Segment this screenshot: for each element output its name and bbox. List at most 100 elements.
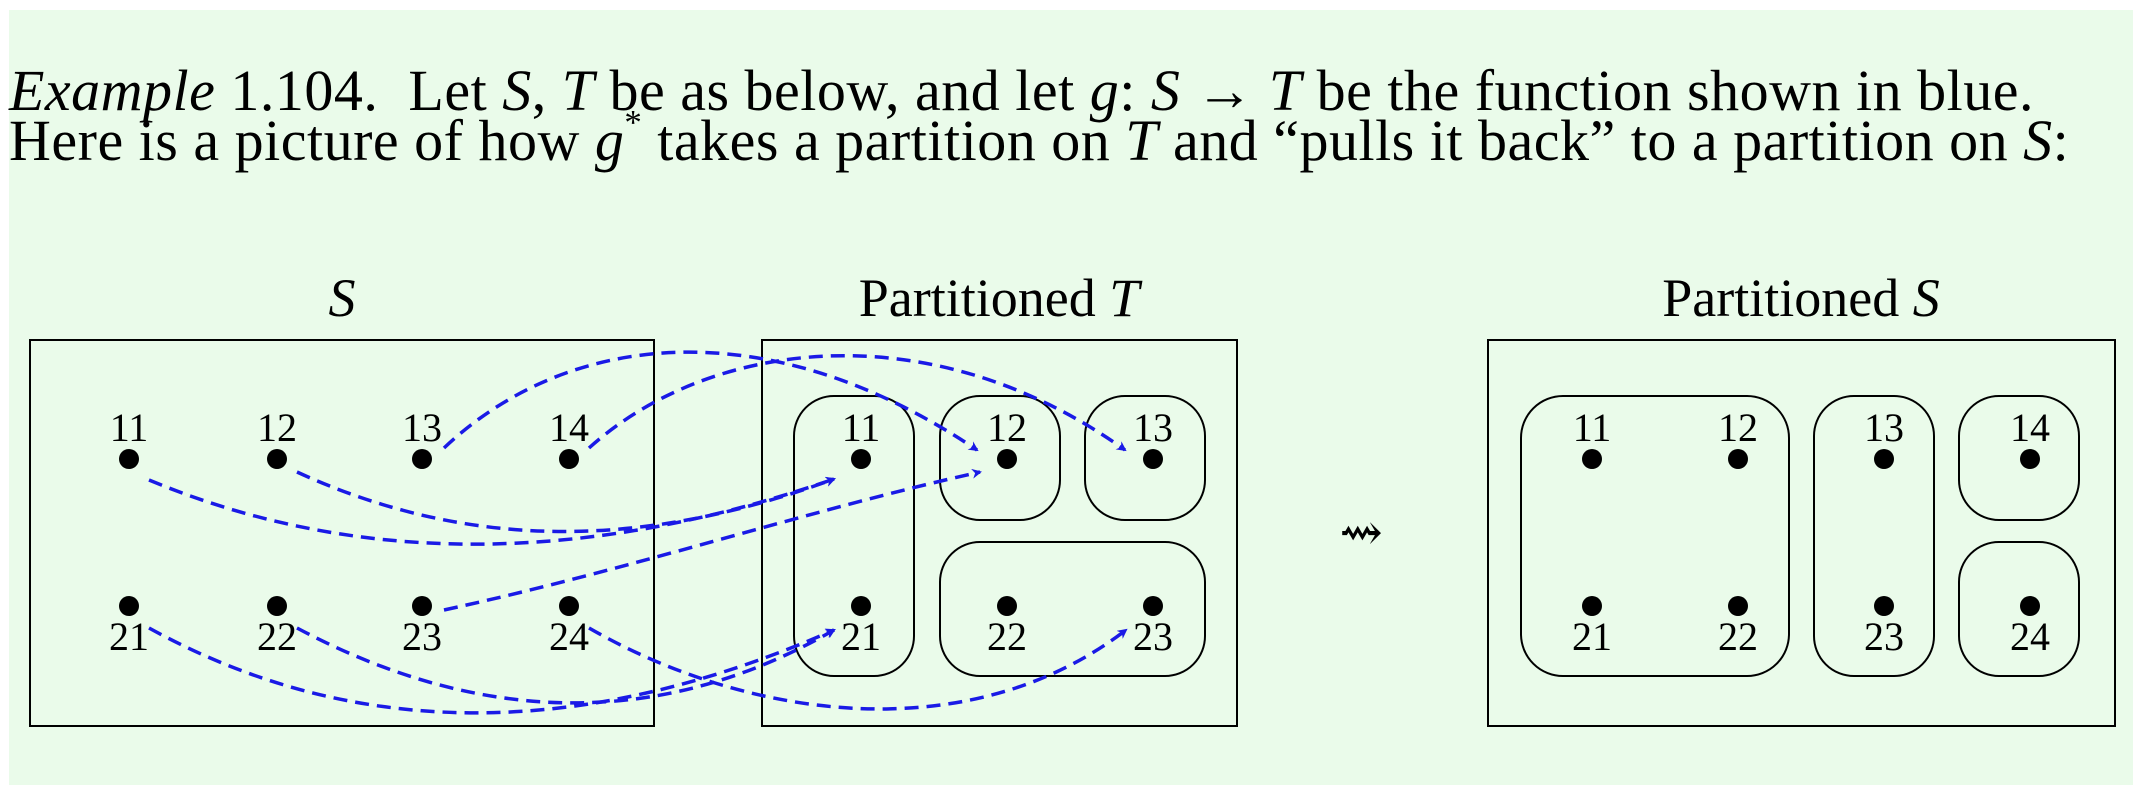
partitioned-T-title: Partitioned T xyxy=(859,268,1143,328)
PS-dot-23 xyxy=(1874,596,1894,616)
S-label-14: 14 xyxy=(549,405,589,450)
PS-dot-21 xyxy=(1582,596,1602,616)
S-dot-23 xyxy=(412,596,432,616)
line1_rest-run-0: Let xyxy=(408,58,503,123)
line1_rest-run-2: , xyxy=(531,58,562,123)
PS-dot-11 xyxy=(1582,449,1602,469)
PS-dot-12 xyxy=(1728,449,1748,469)
PS-block-14 xyxy=(1958,395,2080,521)
T-block-22-23 xyxy=(939,541,1206,677)
line1_rest-run-4: be as below, and let xyxy=(594,58,1090,123)
partitioned-T-title-var: T xyxy=(1109,268,1143,328)
g-arrow-12-to-11 xyxy=(296,470,836,534)
g-arrow-23-to-12 xyxy=(443,468,982,612)
T-block-13 xyxy=(1084,395,1206,521)
sentence-line-2: Here is a picture of how g* takes a part… xyxy=(9,103,2070,174)
PS-dot-13 xyxy=(1874,449,1894,469)
S-label-23: 23 xyxy=(402,614,442,659)
S-label-12: 12 xyxy=(257,405,297,450)
line2-run-2: * xyxy=(624,103,643,142)
line1_rest-run-6: : xyxy=(1119,58,1151,123)
function-g-arrows xyxy=(148,350,1128,715)
S-title-var: S xyxy=(329,268,356,328)
line1_rest-run-9: T xyxy=(1268,58,1302,123)
line1_rest-run-8: → xyxy=(1180,58,1269,123)
T-dot-11 xyxy=(851,449,871,469)
line2-run-6: S xyxy=(2023,108,2053,174)
PS-block-11-12-21-22 xyxy=(1520,395,1790,677)
S-dot-12 xyxy=(267,449,287,469)
g-arrow-13-to-12 xyxy=(442,350,979,452)
T-dot-23 xyxy=(1143,596,1163,616)
line1_rest-run-10: be the function shown in blue. xyxy=(1301,58,2034,123)
g-arrow-22-to-21 xyxy=(296,626,836,705)
partitioned-S-box xyxy=(1487,339,2116,727)
T-dot-12 xyxy=(997,449,1017,469)
line2-run-7: : xyxy=(2052,108,2070,174)
example-word: Example xyxy=(9,58,216,123)
S-title: S xyxy=(329,268,356,328)
partitioned-S-title-var: S xyxy=(1913,268,1940,328)
line2-run-1: g xyxy=(594,108,625,174)
T-label-12: 12 xyxy=(987,405,1027,450)
PS-label-21: 21 xyxy=(1572,614,1612,659)
example-number: 1.104. xyxy=(230,58,379,123)
line1_rest-run-1: S xyxy=(502,58,532,123)
PS-label-24: 24 xyxy=(2010,614,2050,659)
S-dot-11 xyxy=(119,449,139,469)
S-dot-21 xyxy=(119,596,139,616)
S-dot-22 xyxy=(267,596,287,616)
line1_rest-run-5: g xyxy=(1089,58,1120,123)
line1_rest-run-3: T xyxy=(561,58,595,123)
PS-label-22: 22 xyxy=(1718,614,1758,659)
set-S-box xyxy=(29,339,655,727)
sentence-line-1: Example 1.104. Let S, T be as below, and… xyxy=(9,62,2034,120)
squiggle-arrow: ⇝ xyxy=(1339,505,1383,562)
element-dots: 11 12 13 14 21 22 23 24 11 12 13 21 22 23 11 12 13 14 21 22… xyxy=(109,405,2050,659)
T-dot-13 xyxy=(1143,449,1163,469)
partitioned-S-title-prefix: Partitioned xyxy=(1662,268,1912,328)
T-block-11-21 xyxy=(793,395,915,677)
PS-label-12: 12 xyxy=(1718,405,1758,450)
line2-run-5: and “pulls it back” to a partition on xyxy=(1157,108,2024,174)
S-label-11: 11 xyxy=(110,405,149,450)
T-label-22: 22 xyxy=(987,614,1027,659)
figure-background: Example 1.104. Let S, T be as below, and… xyxy=(9,10,2133,785)
PS-block-24 xyxy=(1958,541,2080,677)
partitioned-S-title: Partitioned S xyxy=(1662,268,1939,328)
partition-pullback-diagram: S Partitioned T Partitioned S ⇝ 11 12 13 14… xyxy=(29,268,2116,727)
S-label-21: 21 xyxy=(109,614,149,659)
PS-label-23: 23 xyxy=(1864,614,1904,659)
PS-dot-14 xyxy=(2020,449,2040,469)
g-arrow-14-to-13 xyxy=(587,353,1127,452)
line2-run-0: Here is a picture of how xyxy=(9,108,595,174)
T-label-11: 11 xyxy=(842,405,881,450)
partitioned-T-title-prefix: Partitioned xyxy=(859,268,1109,328)
PS-label-14: 14 xyxy=(2010,405,2050,450)
T-label-23: 23 xyxy=(1133,614,1173,659)
PS-label-13: 13 xyxy=(1864,405,1904,450)
g-arrow-11-to-11 xyxy=(148,476,836,546)
PS-dot-22 xyxy=(1728,596,1748,616)
partitioned-T-box xyxy=(761,339,1238,727)
T-label-13: 13 xyxy=(1133,405,1173,450)
line1_rest-run-7: S xyxy=(1150,58,1181,123)
T-dot-21 xyxy=(851,596,871,616)
line2-run-4: T xyxy=(1125,108,1158,174)
g-arrow-24-to-23 xyxy=(588,626,1128,711)
S-label-24: 24 xyxy=(549,614,589,659)
S-label-22: 22 xyxy=(257,614,297,659)
g-arrow-21-to-21 xyxy=(148,626,836,715)
S-dot-13 xyxy=(412,449,432,469)
T-dot-22 xyxy=(997,596,1017,616)
T-block-12 xyxy=(939,395,1061,521)
PS-block-13-23 xyxy=(1813,395,1935,677)
PS-dot-24 xyxy=(2020,596,2040,616)
T-label-21: 21 xyxy=(841,614,881,659)
PS-label-11: 11 xyxy=(1573,405,1612,450)
S-label-13: 13 xyxy=(402,405,442,450)
line2-run-3: takes a partition on xyxy=(642,108,1126,174)
S-dot-24 xyxy=(559,596,579,616)
sentence-1-body: Let S, T be as below, and let g: S → T b… xyxy=(408,58,2034,123)
S-dot-14 xyxy=(559,449,579,469)
